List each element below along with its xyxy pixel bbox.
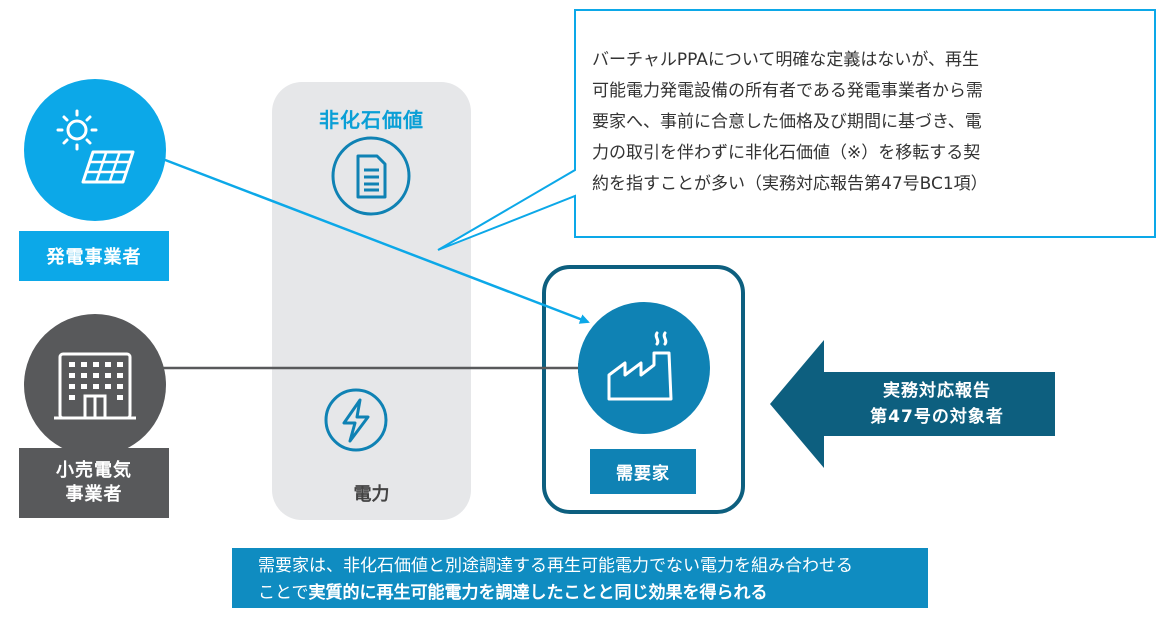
- document-icon: [331, 136, 411, 216]
- callout-line: 力の取引を伴わずに非化石価値（※）を移転する契: [592, 143, 981, 163]
- summary-banner: 需要家は、非化石価値と別途調達する再生可能電力でない電力を組み合わせる ことで実…: [232, 548, 928, 608]
- retailer-label-line2: 事業者: [65, 484, 123, 505]
- callout-line: バーチャルPPAについて明確な定義はないが、再生: [592, 50, 980, 70]
- factory-icon: [607, 331, 673, 401]
- callout-line: 可能電力発電設備の所有者である発電事業者から需: [592, 81, 983, 101]
- callout-line: 要家へ、事前に合意した価格及び期間に基づき、電: [592, 112, 982, 132]
- target-arrow: [770, 340, 1055, 468]
- retailer-label: 小売電気 事業者: [19, 448, 169, 518]
- panel-title: 非化石価値: [319, 108, 424, 132]
- retailer-circle: [24, 314, 166, 456]
- consumer-label: 需要家: [590, 449, 696, 494]
- banner-line2-prefix: ことで: [258, 583, 309, 603]
- panel-power-label: 電力: [353, 484, 390, 505]
- target-arrow-line2: 第47号の対象者: [870, 407, 1004, 427]
- banner-line2-bold: 実質的に再生可能電力を調達したことと同じ効果を得られる: [308, 583, 768, 603]
- callout-box: [437, 9, 1156, 251]
- generator-to-consumer-arrow: [159, 156, 590, 324]
- consumer-frame: [542, 265, 745, 514]
- building-icon: [54, 352, 136, 420]
- consumer-circle: [578, 302, 710, 434]
- banner-line1: 需要家は、非化石価値と別途調達する再生可能電力でない電力を組み合わせる: [258, 556, 853, 576]
- generator-label: 発電事業者: [19, 231, 169, 281]
- solar-panel-icon: [56, 109, 135, 184]
- target-arrow-text: 実務対応報告 第47号の対象者: [826, 378, 1048, 430]
- banner-line2: ことで実質的に再生可能電力を調達したことと同じ効果を得られる: [258, 580, 928, 607]
- lightning-icon: [324, 388, 388, 452]
- retailer-label-line1: 小売電気: [56, 460, 132, 481]
- callout-line: 約を指すことが多い（実務対応報告第47号BC1項）: [592, 174, 988, 194]
- callout-text: バーチャルPPAについて明確な定義はないが、再生 可能電力発電設備の所有者である…: [592, 45, 1132, 200]
- target-arrow-line1: 実務対応報告: [883, 381, 991, 401]
- generator-circle: [24, 79, 166, 221]
